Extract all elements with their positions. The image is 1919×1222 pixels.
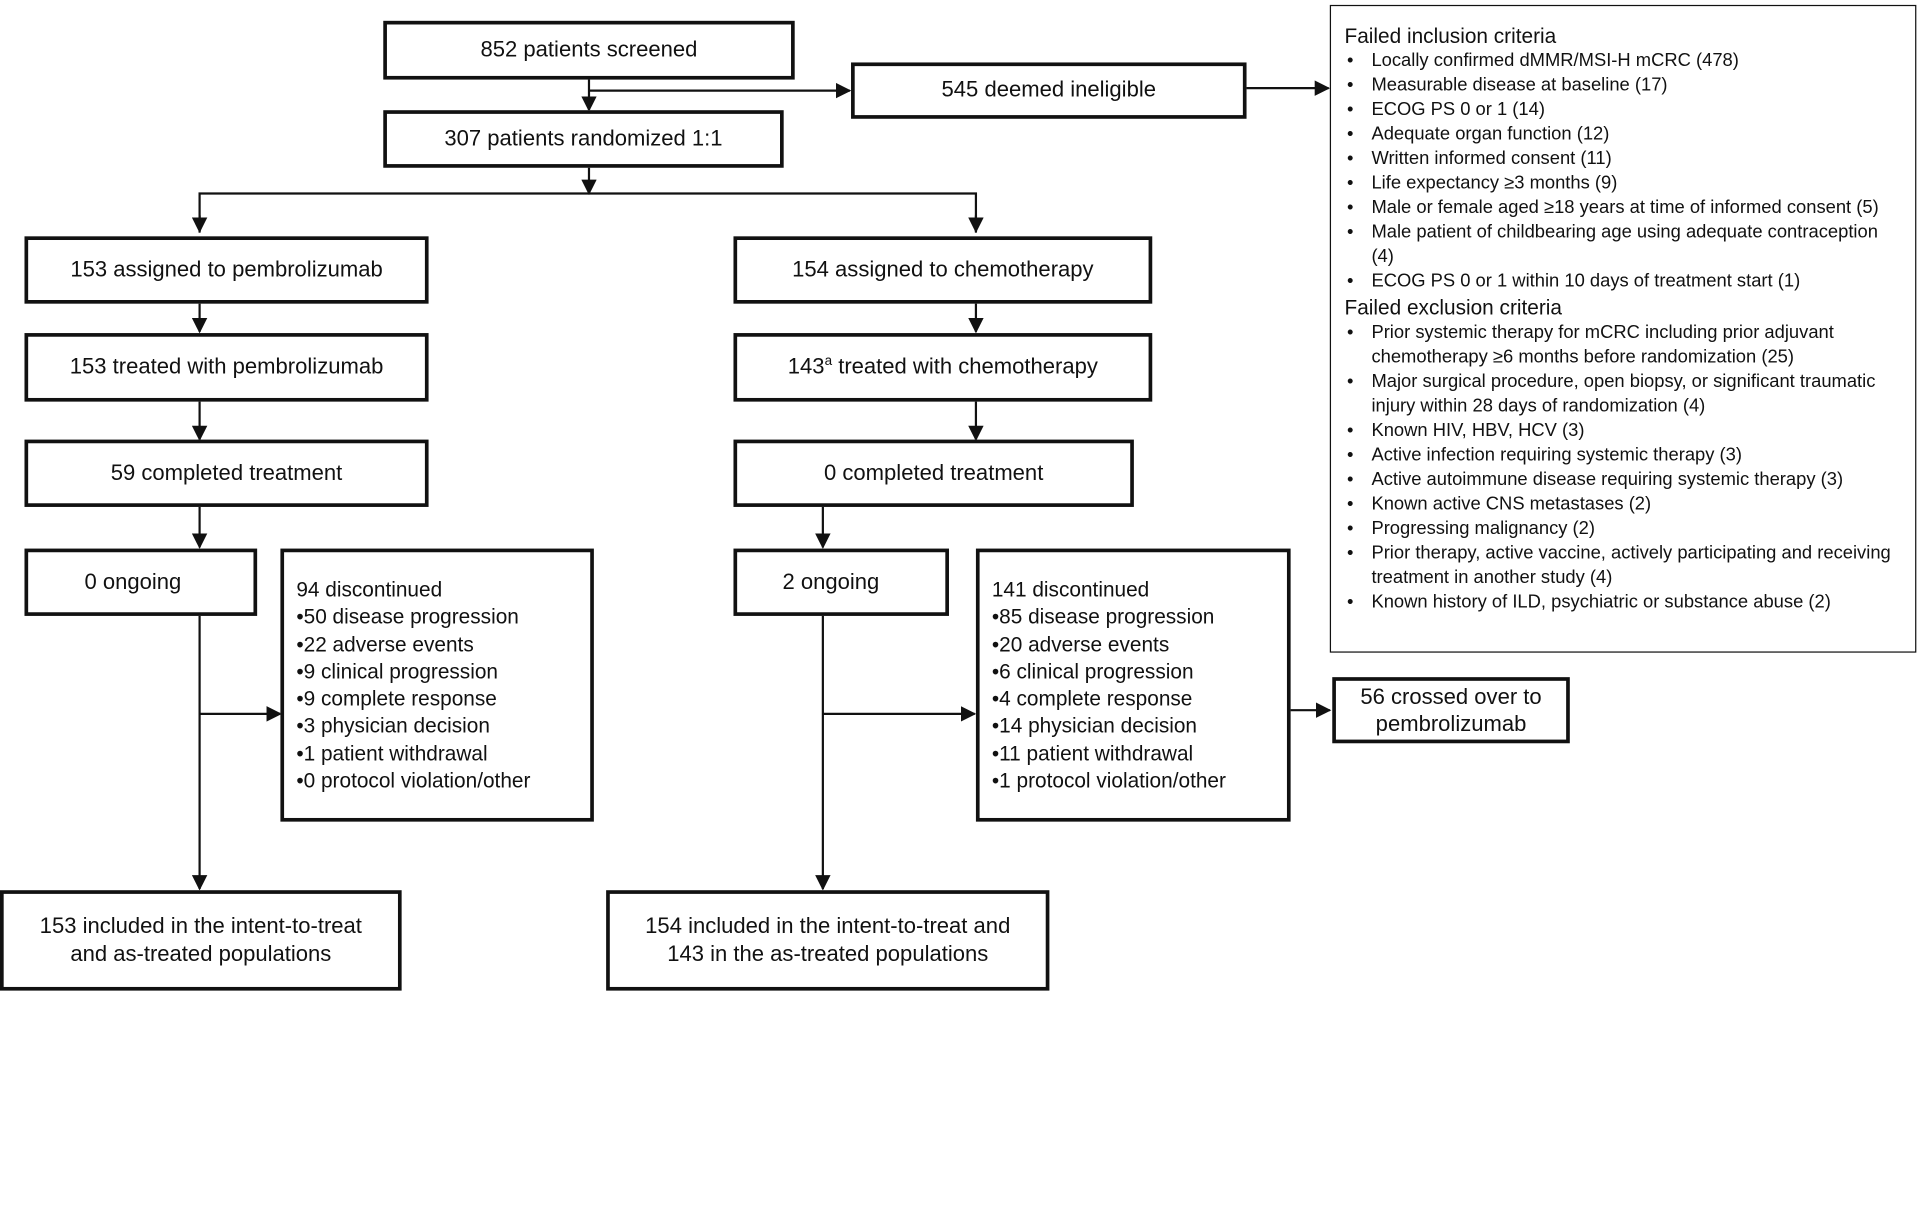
chemo-discontinued-box: 141 discontinued •85 disease progression…	[975, 548, 1291, 822]
chemo-reason: •1 protocol violation/other	[991, 769, 1226, 793]
pembro-treated-box: 153 treated with pembrolizumab	[24, 333, 429, 402]
list-item: Progressing malignancy (2)	[1345, 517, 1903, 541]
inclusion-criteria-title: Failed inclusion criteria	[1344, 24, 1557, 48]
pembro-reason: •1 patient withdrawal	[296, 741, 488, 766]
chemo-reason: •4 complete response	[991, 687, 1193, 711]
chemo-reason: •11 patient withdrawal	[991, 741, 1194, 766]
chemo-assigned-box: 154 assigned to chemotherapy	[733, 236, 1153, 304]
list-item: Measurable disease at baseline (17)	[1345, 73, 1903, 97]
exclusion-criteria-list: Prior systemic therapy for mCRC includin…	[1345, 321, 1903, 615]
list-item: ECOG PS 0 or 1 within 10 days of treatme…	[1345, 269, 1903, 293]
pembro-assigned-label: 153 assigned to pembrolizumab	[70, 256, 383, 282]
list-item: Written informed consent (11)	[1345, 147, 1903, 171]
list-item: Locally confirmed dMMR/MSI-H mCRC (478)	[1345, 49, 1903, 73]
screened-label: 852 patients screened	[480, 37, 698, 62]
chemo-assigned-label: 154 assigned to chemotherapy	[792, 256, 1094, 282]
pembro-reason: •22 adverse events	[296, 632, 474, 656]
ineligible-box: 545 deemed ineligible	[851, 62, 1247, 119]
pembro-reason: •3 physician decision	[296, 714, 490, 738]
pembro-reason: •50 disease progression	[296, 605, 519, 629]
list-item: Male or female aged ≥18 years at time of…	[1345, 196, 1903, 220]
chemo-reason: •20 adverse events	[991, 632, 1170, 656]
chemo-reason: •6 clinical progression	[991, 659, 1194, 684]
crossover-box: 56 crossed over to pembrolizumab	[1332, 677, 1570, 744]
chemo-completed-box: 0 completed treatment	[733, 439, 1134, 507]
list-item: Adequate organ function (12)	[1345, 122, 1903, 146]
chemo-itt-box: 154 included in the intent-to-treat and …	[606, 890, 1050, 991]
randomized-box: 307 patients randomized 1:1	[383, 110, 784, 168]
list-item: Known active CNS metastases (2)	[1345, 492, 1903, 516]
chemo-treated-label: 143a treated with chemotherapy	[787, 354, 1098, 379]
crossover-label: 56 crossed over to pembrolizumab	[1360, 684, 1542, 736]
list-item: Prior therapy, active vaccine, actively …	[1345, 541, 1903, 590]
pembro-itt-box: 153 included in the intent-to-treat and …	[0, 890, 402, 991]
pembro-discontinued-title: 94 discontinued	[296, 577, 443, 602]
chemo-ongoing-box: 2 ongoing	[733, 548, 949, 616]
exclusion-criteria-title: Failed exclusion criteria	[1344, 296, 1563, 320]
pembro-treated-label: 153 treated with pembrolizumab	[69, 354, 384, 379]
pembro-reason: •0 protocol violation/other	[296, 769, 531, 793]
list-item: Life expectancy ≥3 months (9)	[1345, 171, 1903, 195]
randomized-label: 307 patients randomized 1:1	[444, 125, 723, 151]
pembro-ongoing-box: 0 ongoing	[24, 548, 258, 616]
pembro-itt-label: 153 included in the intent-to-treat and …	[39, 912, 362, 967]
chemo-reason: •85 disease progression	[991, 605, 1215, 629]
ineligible-label: 545 deemed ineligible	[941, 77, 1157, 102]
chemo-treated-box: 143a treated with chemotherapy	[733, 333, 1153, 402]
pembro-reason: •9 complete response	[296, 687, 497, 711]
list-item: Major surgical procedure, open biopsy, o…	[1345, 370, 1903, 419]
pembro-reason: •9 clinical progression	[296, 659, 499, 684]
list-item: Male patient of childbearing age using a…	[1345, 220, 1903, 269]
list-item: ECOG PS 0 or 1 (14)	[1345, 98, 1903, 122]
pembro-completed-box: 59 completed treatment	[24, 439, 429, 507]
chemo-discontinued-title: 141 discontinued	[991, 577, 1150, 602]
list-item: Active autoimmune disease requiring syst…	[1345, 468, 1903, 492]
chemo-itt-label: 154 included in the intent-to-treat and …	[645, 912, 1011, 967]
pembro-discontinued-box: 94 discontinued •50 disease progression …	[280, 548, 594, 822]
chemo-ongoing-label: 2 ongoing	[782, 569, 880, 594]
list-item: Prior systemic therapy for mCRC includin…	[1345, 321, 1903, 370]
pembro-ongoing-label: 0 ongoing	[84, 569, 182, 594]
list-item: Known history of ILD, psychiatric or sub…	[1345, 590, 1903, 614]
pembro-completed-label: 59 completed treatment	[110, 460, 343, 485]
pembro-assigned-box: 153 assigned to pembrolizumab	[24, 236, 429, 304]
chemo-reason: •14 physician decision	[991, 714, 1198, 738]
connector-lines	[191, 78, 1332, 891]
inclusion-criteria-list: Locally confirmed dMMR/MSI-H mCRC (478) …	[1345, 49, 1903, 294]
chemo-completed-label: 0 completed treatment	[824, 460, 1044, 485]
list-item: Known HIV, HBV, HCV (3)	[1345, 419, 1903, 443]
screened-box: 852 patients screened	[383, 20, 795, 80]
list-item: Active infection requiring systemic ther…	[1345, 443, 1903, 467]
ineligibility-criteria-panel: Failed inclusion criteria Locally confir…	[1329, 4, 1917, 653]
